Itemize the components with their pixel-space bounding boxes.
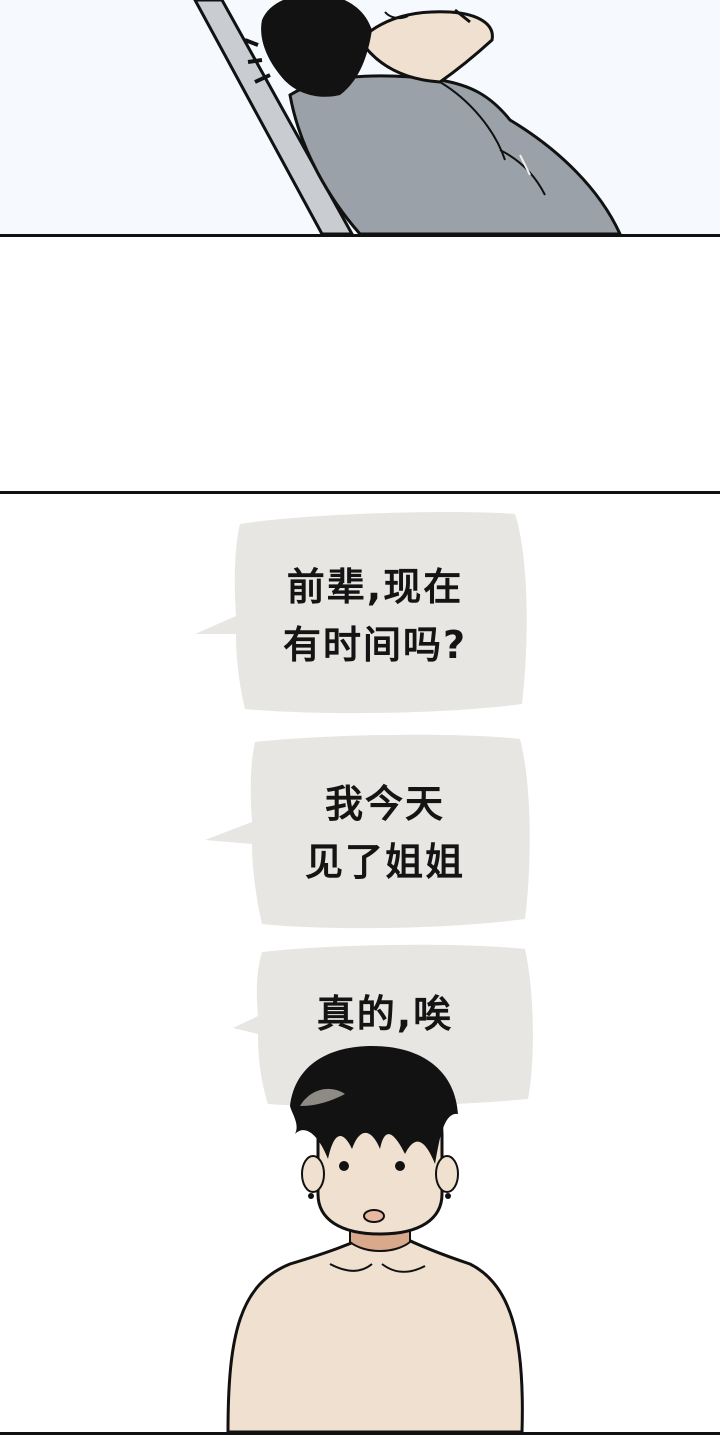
bubble-3-line-1: 真的,唉 bbox=[316, 992, 454, 1036]
earring-left bbox=[308, 1193, 314, 1199]
bottom-panel bbox=[0, 491, 720, 1435]
earring-right bbox=[445, 1193, 451, 1199]
hair bbox=[261, 0, 372, 97]
bubble-2-line-2: 见了姐姐 bbox=[304, 840, 465, 884]
mouth bbox=[363, 1209, 385, 1223]
eye-left bbox=[339, 1161, 349, 1171]
speech-bubble-2 bbox=[205, 734, 530, 929]
character-body bbox=[226, 1234, 524, 1432]
eye-right bbox=[395, 1161, 405, 1171]
character-hair bbox=[290, 1046, 458, 1164]
top-panel-art bbox=[193, 0, 622, 234]
speech-bubble-1 bbox=[195, 512, 527, 714]
bubble-2-line-1: 我今天 bbox=[324, 782, 445, 826]
top-panel bbox=[0, 0, 720, 237]
speech-bubble-3-text: 真的,唉 bbox=[260, 985, 510, 1043]
panel-gutter bbox=[0, 237, 720, 491]
speech-bubble-3 bbox=[233, 944, 533, 1107]
diagonal-pole bbox=[193, 0, 354, 234]
face bbox=[358, 10, 494, 84]
bottom-panel-art bbox=[195, 512, 533, 1432]
bubble-1-line-2: 有时间吗? bbox=[282, 623, 468, 667]
speech-bubble-2-text: 我今天 见了姐姐 bbox=[255, 775, 515, 891]
speech-bubble-1-text: 前辈,现在 有时间吗? bbox=[240, 558, 510, 674]
bubble-1-line-1: 前辈,现在 bbox=[286, 565, 464, 609]
hoodie bbox=[288, 74, 622, 234]
